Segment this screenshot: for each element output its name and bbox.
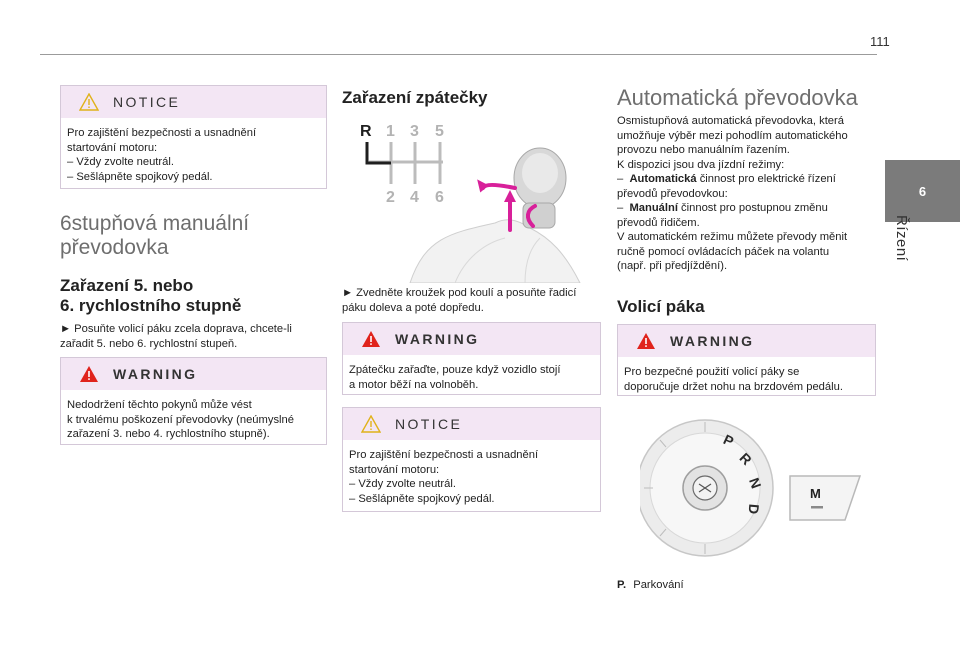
- mode-automatic-text: činnost pro elektrické řízení: [696, 173, 836, 185]
- notice-triangle-icon: [361, 415, 381, 433]
- instruction-line: páku doleva a poté dopředu.: [342, 301, 484, 314]
- m-button-label: M: [810, 486, 821, 501]
- page-number: 111: [870, 34, 890, 49]
- notice-triangle-icon: [79, 93, 99, 111]
- warning-header: WARNING: [343, 323, 600, 355]
- warning-title: WARNING: [113, 366, 198, 382]
- instruction-line: ► Posuňte volicí páku zcela doprava, chc…: [60, 323, 292, 335]
- warning-box: WARNING Pro bezpečné použití volicí páky…: [617, 324, 876, 396]
- warning-header: WARNING: [61, 358, 326, 390]
- instruction-text: ► Posuňte volicí páku zcela doprava, chc…: [60, 322, 327, 351]
- notice-box: NOTICE Pro zajištění bezpečnosti a usnad…: [60, 85, 327, 189]
- gear-6-label: 6: [435, 189, 444, 206]
- description-line: převodů řidičem.: [617, 216, 700, 229]
- header-rule: [40, 54, 877, 55]
- gear-selector-illustration: P R N D M: [640, 419, 862, 557]
- description-line: umožňuje výběr mezi pohodlím automatické…: [617, 129, 848, 142]
- notice-line: – Sešlápněte spojkový pedál.: [67, 170, 213, 183]
- description-line: ručně pomocí ovládacích páček na volantu: [617, 245, 830, 258]
- warning-body: Zpátečku zařaďte, pouze když vozidlo sto…: [343, 355, 600, 400]
- notice-box: NOTICE Pro zajištění bezpečnosti a usnad…: [342, 407, 601, 512]
- warning-title: WARNING: [395, 331, 480, 347]
- description-line: převodů převodovkou:: [617, 187, 728, 200]
- gear-1-label: 1: [386, 123, 395, 140]
- notice-line: – Vždy zvolte neutrál.: [67, 156, 174, 168]
- gear-5-label: 5: [435, 123, 444, 140]
- dash: –: [617, 173, 630, 185]
- warning-title: WARNING: [670, 333, 755, 349]
- notice-line: – Vždy zvolte neutrál.: [349, 478, 456, 490]
- gear-4-label: 4: [410, 189, 419, 206]
- notice-header: NOTICE: [61, 86, 326, 118]
- warning-line: k trvalému poškození převodovky (neúmysl…: [67, 413, 294, 426]
- warning-body: Nedodržení těchto pokynů může vést k trv…: [61, 390, 326, 450]
- shift-pattern-illustration: R 1 3 5 2 4 6: [360, 123, 581, 283]
- description-line: – Automatická činnost pro elektrické říz…: [617, 172, 876, 187]
- mode-manual-label: Manuální: [629, 202, 678, 214]
- warning-line: Nedodržení těchto pokynů může vést: [67, 399, 252, 411]
- warning-header: WARNING: [618, 325, 875, 357]
- dial-d-label: D: [745, 503, 762, 514]
- warning-triangle-icon: [80, 366, 98, 382]
- subsection-title: Zařazení 5. nebo 6. rychlostního stupně: [60, 276, 327, 316]
- notice-title: NOTICE: [113, 94, 181, 110]
- description-line: Osmistupňová automatická převodovka, kte…: [617, 115, 844, 127]
- selector-title: Volicí páka: [617, 297, 705, 316]
- description-line: V automatickém režimu můžete převody měn…: [617, 231, 848, 243]
- notice-line: Pro zajištění bezpečnosti a usnadnění: [349, 449, 539, 461]
- section-title-line: 6stupňová manuální: [60, 212, 250, 235]
- mode-automatic-label: Automatická: [629, 173, 697, 185]
- instruction-line: ► Zvedněte kroužek pod koulí a posuňte ř…: [342, 287, 577, 299]
- warning-triangle-icon: [362, 331, 380, 347]
- notice-body: Pro zajištění bezpečnosti a usnadnění st…: [343, 440, 600, 514]
- warning-line: doporučuje držet nohu na brzdovém pedálu…: [624, 380, 843, 393]
- notice-title: NOTICE: [395, 416, 463, 432]
- warning-line: Zpátečku zařaďte, pouze když vozidlo sto…: [349, 364, 561, 376]
- legend-item: P. Parkování: [617, 578, 876, 593]
- section-title-line: převodovka: [60, 236, 169, 259]
- reverse-title: Zařazení zpátečky: [342, 88, 488, 107]
- warning-line: Pro bezpečné použití volicí páky se: [624, 366, 800, 378]
- subsection-title-line: 6. rychlostního stupně: [60, 296, 242, 315]
- dash: –: [617, 202, 630, 214]
- warning-body: Pro bezpečné použití volicí páky se dopo…: [618, 357, 875, 402]
- description-line: (např. při předjíždění).: [617, 260, 728, 272]
- gear-r-label: R: [360, 123, 372, 140]
- chapter-tab[interactable]: 6: [885, 160, 960, 222]
- gear-3-label: 3: [410, 123, 419, 140]
- automatic-title: Automatická převodovka: [617, 85, 858, 110]
- automatic-description: Osmistupňová automatická převodovka, kte…: [617, 114, 876, 274]
- description-line: provozu nebo manuálním řazením.: [617, 144, 790, 156]
- gear-2-label: 2: [386, 189, 395, 206]
- warning-box: WARNING Zpátečku zařaďte, pouze když voz…: [342, 322, 601, 395]
- notice-line: – Sešlápněte spojkový pedál.: [349, 492, 495, 505]
- reverse-instruction: ► Zvedněte kroužek pod koulí a posuňte ř…: [342, 286, 601, 315]
- legend-key: P.: [617, 579, 627, 591]
- notice-line: startování motoru:: [349, 463, 440, 476]
- description-line: – Manuální činnost pro postupnou změnu: [617, 201, 876, 216]
- description-line: K dispozici jsou dva jízdní režimy:: [617, 158, 785, 171]
- warning-triangle-icon: [637, 333, 655, 349]
- notice-body: Pro zajištění bezpečnosti a usnadnění st…: [61, 118, 326, 192]
- warning-line: zařazení 3. nebo 4. rychlostního stupně)…: [67, 428, 270, 440]
- warning-box: WARNING Nedodržení těchto pokynů může vé…: [60, 357, 327, 445]
- chapter-number: 6: [918, 183, 927, 199]
- instruction-line: zařadit 5. nebo 6. rychlostní stupeň.: [60, 337, 238, 350]
- legend-value: Parkování: [633, 579, 684, 591]
- notice-line: startování motoru:: [67, 141, 158, 154]
- notice-line: Pro zajištění bezpečnosti a usnadnění: [67, 127, 257, 139]
- mode-manual-text: činnost pro postupnou změnu: [677, 202, 828, 214]
- subsection-title-line: Zařazení 5. nebo: [60, 276, 194, 295]
- section-title: 6stupňová manuální převodovka: [60, 212, 327, 260]
- warning-line: a motor běží na volnoběh.: [349, 378, 479, 391]
- chapter-label: Řízení: [893, 215, 910, 262]
- notice-header: NOTICE: [343, 408, 600, 440]
